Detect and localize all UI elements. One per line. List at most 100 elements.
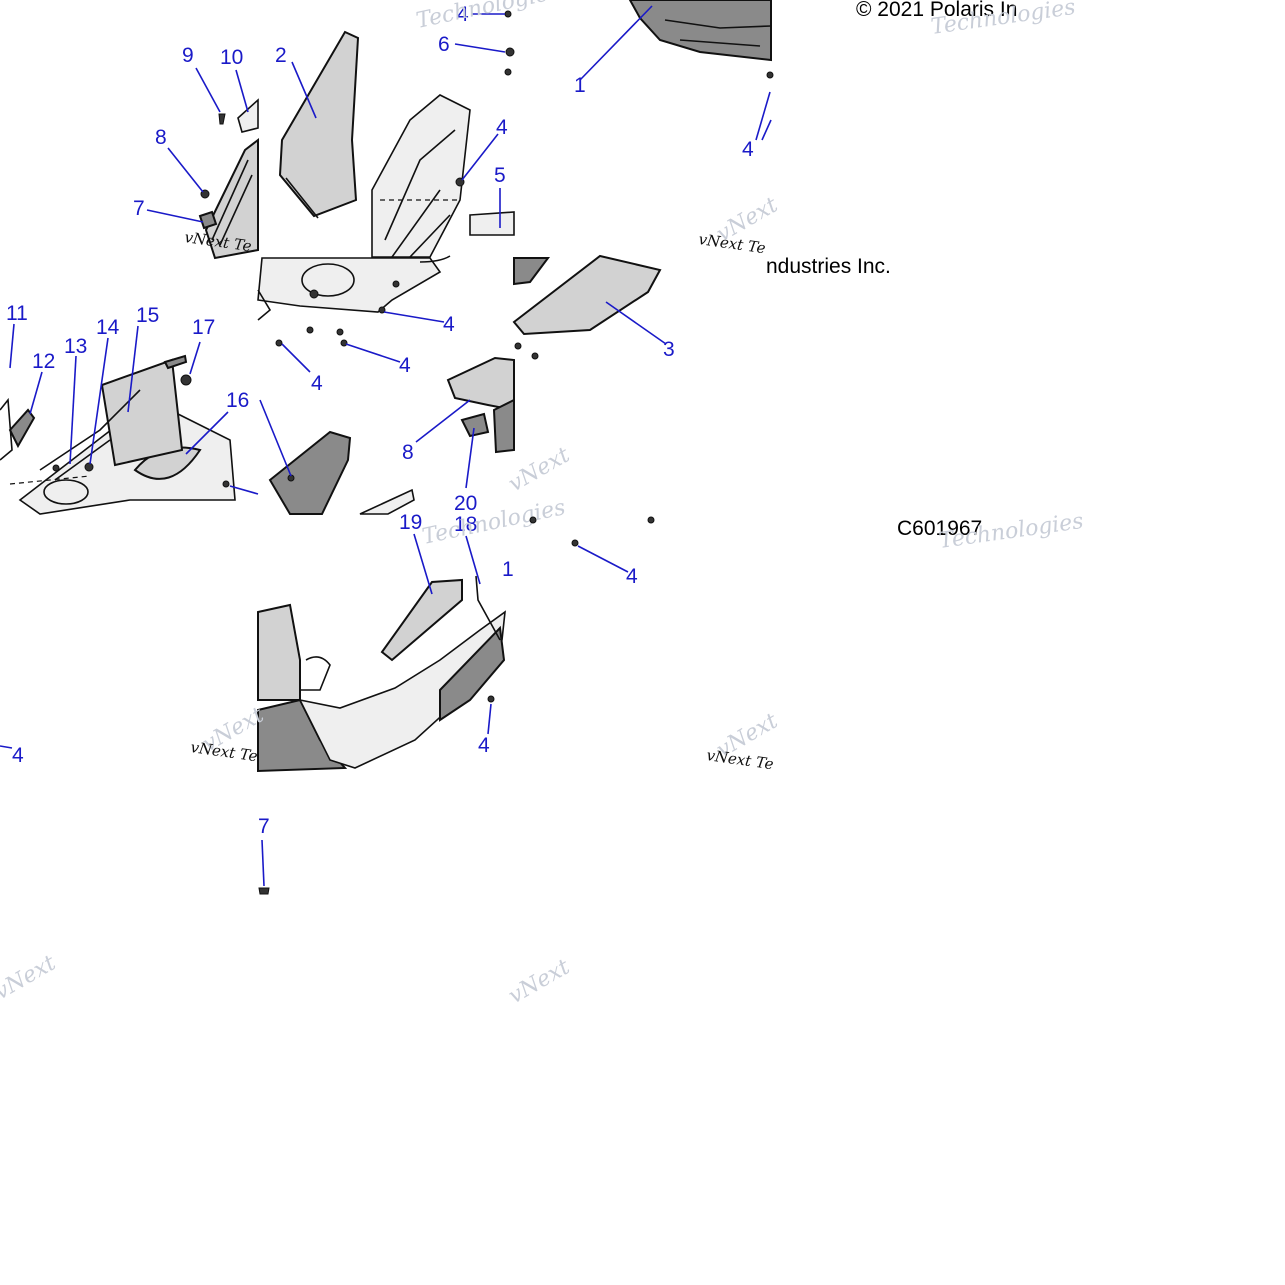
plate-bolt (309, 289, 319, 299)
tile-mid-left: 11 12 13 14 15 17 16 (0, 302, 259, 515)
callout-2: 2 (275, 44, 287, 67)
tile-mid-right: 3 vNext (492, 254, 675, 497)
callout-7-lower-group: 7 (258, 815, 270, 895)
callout-4c: 4 (742, 138, 754, 161)
watermark-label-3: vNext Te (705, 746, 774, 773)
part-7-lower-fastener (258, 887, 270, 895)
callout-10: 10 (220, 46, 243, 69)
tile-top-left: 9 10 8 7 vNext Te (133, 44, 259, 260)
fastener-4-tray (222, 480, 230, 488)
side-panel-part (204, 137, 259, 260)
fastener-4-right (766, 71, 774, 79)
callout-7b: 7 (258, 815, 270, 838)
part-3-panel (512, 254, 662, 336)
callout-18: 18 (454, 513, 477, 536)
tile-top-right: 1 4 vNext vNext Te (574, 0, 782, 257)
callout-4g: 4 (478, 734, 490, 757)
callout-8: 8 (155, 126, 167, 149)
part-3-edge (513, 257, 550, 286)
front-right-side (439, 625, 506, 722)
copyright-text-2: ndustries Inc. (766, 255, 891, 278)
callout-20: 20 (454, 492, 477, 515)
fastener-k (529, 516, 537, 524)
callout-4d: 4 (443, 313, 455, 336)
callout-4e: 4 (311, 372, 323, 395)
callout-6: 6 (438, 33, 450, 56)
callout-4i: 4 (12, 744, 24, 767)
callout-16: 16 (226, 389, 249, 412)
tile-bottom-left: 4 vNext vNext Te (0, 702, 268, 767)
part-20-block (460, 412, 490, 438)
tile-bottom-center: 19 18 1 4 Technologies (257, 495, 568, 773)
fastener-c (336, 328, 344, 336)
watermark-tech-3: Technologies (420, 495, 568, 550)
callout-4b: 4 (496, 116, 508, 139)
part-1-body (628, 0, 772, 62)
watermark-tech-4: Technologies (937, 509, 1085, 554)
fastener-h (531, 352, 539, 360)
fastener-f (340, 339, 348, 347)
callout-3: 3 (663, 338, 675, 361)
front-left-side (257, 603, 301, 701)
fastener-l (571, 539, 579, 547)
pad-edge (163, 354, 188, 370)
watermark-label-2: vNext Te (697, 230, 766, 257)
base-plate (257, 257, 442, 313)
fastener-m (647, 516, 655, 524)
side-bracket-edge (492, 398, 515, 454)
frame-bracket (371, 94, 471, 258)
tile-mid-center: 4 4 4 8 20 (257, 255, 515, 515)
part-19-insert (380, 578, 463, 662)
callout-4h: 4 (626, 565, 638, 588)
callout-14: 14 (96, 316, 120, 339)
copyright-text: © 2021 Polaris In (856, 0, 1017, 21)
fastener-b (306, 326, 314, 334)
mount-tab (300, 656, 331, 691)
watermark-tech: Technologies (414, 0, 562, 34)
callout-12: 12 (32, 350, 55, 373)
part-6-fastener (505, 47, 515, 57)
fastener-small (504, 68, 512, 76)
part-9-clip (218, 113, 226, 125)
callout-5: 5 (494, 164, 506, 187)
callout-19: 19 (399, 511, 422, 534)
side-frame-lower (268, 430, 352, 515)
callout-7: 7 (133, 197, 145, 220)
plate-hole (301, 263, 355, 297)
part-15-pad (100, 358, 184, 467)
fastener-i (514, 342, 522, 350)
part-10-shape (237, 98, 259, 133)
part-12-clip (8, 408, 36, 449)
callout-4f: 4 (399, 354, 411, 377)
callout-9: 9 (182, 44, 194, 67)
fastener-j (487, 695, 495, 703)
callout-11: 11 (6, 302, 28, 325)
fastener-e (275, 339, 283, 347)
callout-17: 17 (192, 316, 215, 339)
callout-13: 13 (64, 335, 87, 358)
callout-8b: 8 (402, 441, 414, 464)
diagram-code: C601967 (897, 517, 982, 540)
part-7-fastener (198, 210, 218, 230)
part-13-fastener (52, 464, 60, 472)
part-2-panel (278, 30, 360, 218)
part-14-grommet (84, 462, 94, 472)
callout-1: 1 (574, 74, 586, 97)
callout-4a: 4 (457, 3, 469, 26)
watermark-fragment-2: vNext (505, 954, 575, 1009)
tile-top-center: 2 4 6 4 5 Technologies (275, 0, 562, 258)
part-18-front-body (298, 610, 506, 769)
frame-lip (359, 488, 415, 515)
round-housing (43, 479, 89, 505)
part-8-bracket (446, 356, 515, 412)
callout-1b: 1 (502, 558, 514, 581)
watermark-fragment-1: vNext (0, 950, 60, 1005)
fastener-a (392, 280, 400, 288)
watermark-label-4: vNext Te (189, 738, 258, 765)
tile-bottom-right: 4 vNext vNext Te (529, 516, 782, 773)
part-5-plate (469, 211, 515, 236)
fastener-d (378, 306, 386, 314)
part-17-nut (180, 374, 192, 386)
callout-15: 15 (136, 304, 159, 327)
